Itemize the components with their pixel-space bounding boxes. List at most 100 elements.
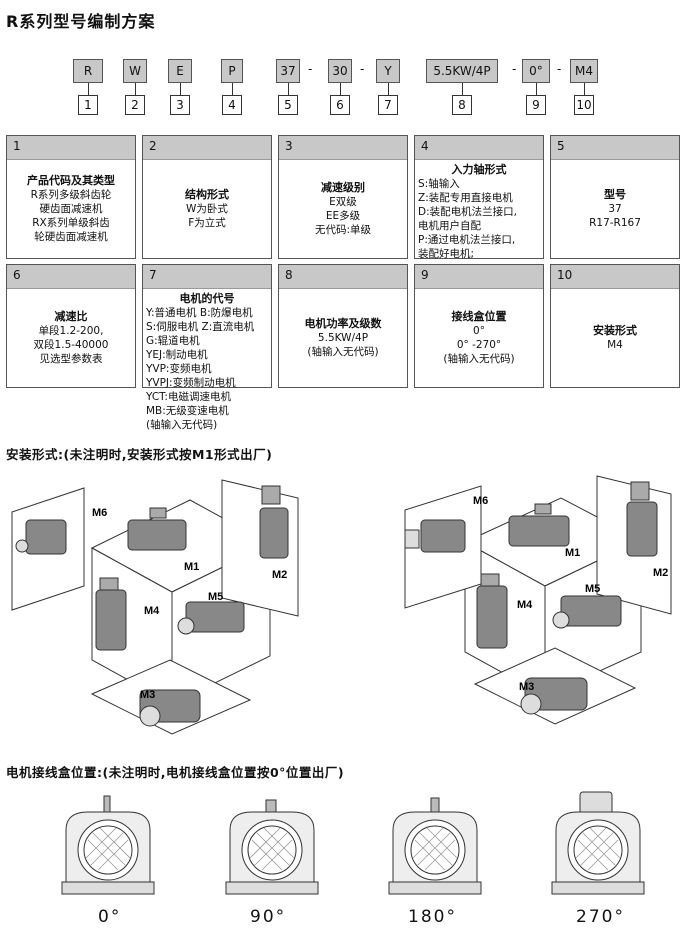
code-connector bbox=[180, 83, 181, 95]
card-line: RX系列单级斜齿 bbox=[32, 217, 110, 229]
code-connector bbox=[340, 83, 341, 95]
mount-label-m1: M1 bbox=[184, 561, 199, 573]
card-line: 轮硬齿面减速机 bbox=[34, 231, 108, 243]
card-line: 装配好电机; bbox=[418, 248, 475, 260]
spec-card-10: 10 安装形式 M4 bbox=[550, 264, 680, 388]
card-number: 4 bbox=[415, 136, 543, 160]
code-connector bbox=[88, 83, 89, 95]
code-box-6: 30 bbox=[328, 59, 352, 83]
terminal-diagram-3 bbox=[388, 797, 482, 895]
terminal-section-title: 电机接线盒位置:(未注明时,电机接线盒位置按0°位置出厂) bbox=[6, 765, 345, 780]
code-separator: - bbox=[512, 62, 517, 76]
card-line: (轴输入无代码) bbox=[146, 419, 218, 431]
code-box-9: 0° bbox=[522, 59, 550, 83]
spec-card-8: 8 电机功率及级数 5.5KW/4P(轴输入无代码) bbox=[278, 264, 408, 388]
card-title: 电机功率及级数 bbox=[304, 317, 382, 330]
card-line: YVP:变频电机 bbox=[146, 363, 212, 375]
card-number: 5 bbox=[551, 136, 679, 160]
card-title: 减速级别 bbox=[321, 181, 365, 194]
mount-section-title: 安装形式:(未注明时,安装形式按M1形式出厂) bbox=[6, 447, 273, 462]
code-number-8: 8 bbox=[452, 95, 472, 115]
terminal-position-label: 180° bbox=[408, 907, 457, 927]
page-title: R系列型号编制方案 bbox=[6, 12, 156, 31]
card-line: Y:普通电机 B:防爆电机 bbox=[146, 307, 253, 319]
card-line: E双级 bbox=[329, 196, 357, 208]
mount-label-m4: M4 bbox=[144, 605, 160, 617]
code-separator: - bbox=[360, 62, 365, 76]
mount-label-m4-right: M4 bbox=[517, 599, 533, 611]
card-title: 产品代码及其类型 bbox=[27, 174, 115, 187]
code-connector bbox=[388, 83, 389, 95]
card-line: YEJ:制动电机 bbox=[146, 349, 208, 361]
code-box-5: 37 bbox=[276, 59, 300, 83]
terminal-diagram-4 bbox=[551, 791, 645, 895]
terminal-diagram-2 bbox=[225, 799, 319, 895]
mount-diagram-left: M6 M1 M2 M4 M5 M3 bbox=[11, 479, 299, 735]
terminal-position-label: 270° bbox=[576, 907, 625, 927]
code-number-4: 4 bbox=[222, 95, 242, 115]
card-title: 结构形式 bbox=[185, 188, 229, 201]
code-number-10: 10 bbox=[574, 95, 594, 115]
card-line: D:装配电机法兰接口, bbox=[418, 206, 517, 218]
card-line: Z:装配专用直接电机 bbox=[418, 192, 513, 204]
mount-label-m6: M6 bbox=[92, 507, 107, 519]
card-line: 37 bbox=[608, 203, 622, 215]
mount-label-m6-right: M6 bbox=[473, 495, 488, 507]
card-number: 9 bbox=[415, 265, 543, 289]
card-title: 安装形式 bbox=[593, 324, 637, 337]
card-line: 5.5KW/4P bbox=[317, 332, 369, 344]
card-line: 硬齿面减速机 bbox=[39, 203, 103, 215]
card-line: 双段1.5-40000 bbox=[33, 339, 109, 351]
code-connector bbox=[584, 83, 585, 95]
card-line: M4 bbox=[607, 339, 623, 351]
code-number-7: 7 bbox=[378, 95, 398, 115]
card-line: 单段1.2-200, bbox=[38, 325, 104, 337]
mount-label-m3: M3 bbox=[140, 689, 155, 701]
mount-label-m2-right: M2 bbox=[653, 567, 668, 579]
code-box-3: E bbox=[168, 59, 192, 83]
card-line: EE多级 bbox=[325, 210, 361, 222]
card-line: 0° bbox=[473, 325, 485, 337]
card-number: 7 bbox=[143, 265, 271, 289]
card-line: 见选型参数表 bbox=[39, 353, 103, 365]
code-number-6: 6 bbox=[330, 95, 350, 115]
card-line: (轴输入无代码) bbox=[443, 353, 515, 365]
card-title: 型号 bbox=[604, 188, 626, 201]
terminal-position-label: 0° bbox=[98, 907, 122, 927]
mount-label-m5-right: M5 bbox=[585, 583, 600, 595]
card-body: 安装形式 M4 bbox=[551, 289, 679, 387]
code-box-7: Y bbox=[376, 59, 400, 83]
card-number: 2 bbox=[143, 136, 271, 160]
card-line: MB:无级变速电机 bbox=[146, 405, 229, 417]
card-line: S:轴输入 bbox=[418, 178, 460, 190]
mount-label-m3-right: M3 bbox=[519, 681, 534, 693]
terminal-diagram-1 bbox=[61, 795, 155, 895]
code-number-9: 9 bbox=[526, 95, 546, 115]
card-line: YCT:电磁调速电机 bbox=[146, 391, 231, 403]
card-number: 3 bbox=[279, 136, 407, 160]
code-number-3: 3 bbox=[170, 95, 190, 115]
code-box-1: R bbox=[73, 59, 103, 83]
code-connector bbox=[232, 83, 233, 95]
card-title: 电机的代号 bbox=[179, 292, 235, 305]
card-number: 10 bbox=[551, 265, 679, 289]
card-line: R17-R167 bbox=[589, 217, 641, 229]
code-box-8: 5.5KW/4P bbox=[426, 59, 498, 83]
card-line: 0° -270° bbox=[456, 339, 502, 351]
mount-diagram-right: M6 M1 M2 M4 M5 M3 bbox=[404, 475, 672, 725]
card-number: 8 bbox=[279, 265, 407, 289]
card-body: 电机功率及级数 5.5KW/4P(轴输入无代码) bbox=[279, 289, 407, 387]
card-line: F为立式 bbox=[188, 217, 226, 229]
card-number: 6 bbox=[7, 265, 135, 289]
